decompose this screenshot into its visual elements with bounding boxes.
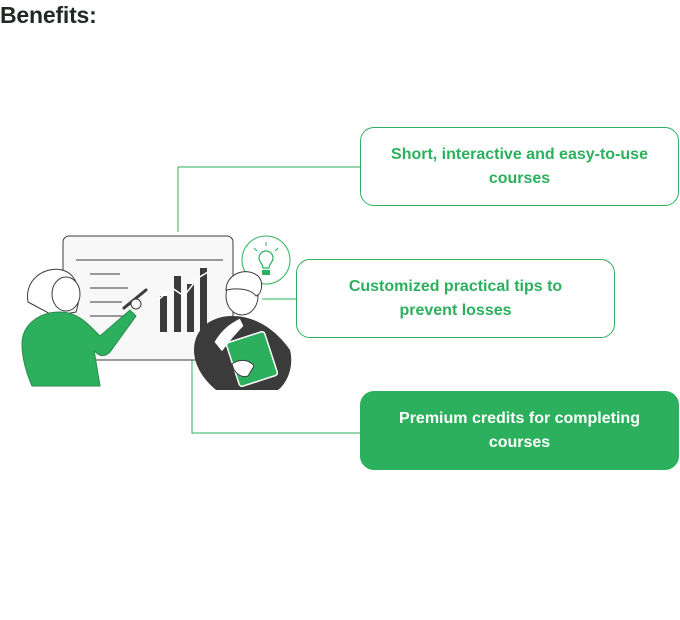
woman-presenter-icon [21,268,148,387]
benefit-card-premium-credits: Premium credits for completing courses [360,391,679,470]
lightbulb-icon [241,235,291,285]
bar-chart-icon [157,268,209,332]
connector-to-benefit-3 [191,360,360,434]
benefit-text: Premium credits for completing courses [399,409,640,451]
presentation-illustration [21,235,292,390]
benefit-text: Customized practical tips to prevent los… [348,277,563,319]
connector-to-benefit-1 [177,166,360,232]
page-title: Benefits: [0,2,97,28]
benefit-card-interactive-courses: Short, interactive and easy-to-use cours… [360,127,679,206]
benefit-text: Short, interactive and easy-to-use cours… [391,145,648,187]
benefit-card-practical-tips: Customized practical tips to prevent los… [296,259,615,338]
man-thinking-icon [194,271,292,390]
